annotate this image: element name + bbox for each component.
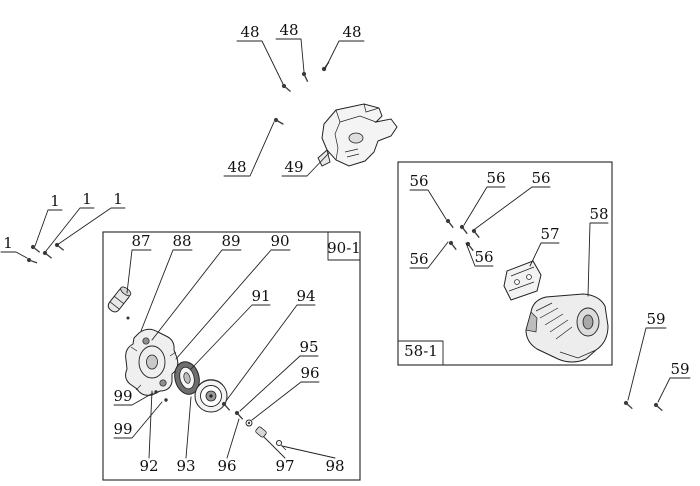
callout-97: 97 (275, 457, 294, 475)
part-49-shroud (317, 103, 398, 167)
callout-48-2: 48 (279, 21, 298, 39)
part-58-housing (525, 293, 609, 363)
callout-49: 49 (284, 158, 303, 176)
leader-56-4 (409, 241, 449, 269)
leader-48-1 (236, 40, 284, 85)
leader-98 (281, 445, 336, 459)
callout-96-bottom: 96 (217, 457, 236, 475)
callout-59-1: 59 (646, 310, 665, 328)
callout-87: 87 (131, 232, 150, 250)
part-87-pin (107, 286, 132, 313)
callout-56-3: 56 (531, 169, 550, 187)
callout-56-1: 56 (409, 172, 428, 190)
leader-93 (185, 396, 192, 459)
leader-1-2 (45, 207, 95, 252)
leader-48-3 (324, 40, 365, 70)
callout-48-1: 48 (240, 23, 259, 41)
leader-56-3 (474, 186, 551, 230)
leader-95 (239, 355, 319, 412)
leader-56-2 (463, 186, 506, 226)
screws-1-group (25, 241, 66, 266)
callout-99-1: 99 (113, 387, 132, 405)
leader-57 (529, 242, 560, 267)
callout-91: 91 (251, 287, 270, 305)
leader-88 (140, 249, 193, 332)
callout-59-2: 59 (670, 360, 689, 378)
part-99-dots (154, 390, 168, 402)
leader-90 (175, 249, 291, 360)
callout-1-1: 1 (50, 192, 60, 210)
leader-56-5 (465, 242, 494, 267)
callout-56-4: 56 (409, 250, 428, 268)
callout-labels: 48 48 48 48 49 1 1 1 1 90-1 87 88 89 90 … (3, 21, 689, 475)
leader-49 (281, 152, 330, 177)
leader-1-1 (34, 209, 63, 247)
part-small-fasteners-chain (220, 400, 287, 451)
leader-56-1 (409, 189, 447, 220)
leader-1-3 (56, 207, 126, 246)
leader-96-bottom (226, 418, 240, 459)
callout-98: 98 (325, 457, 344, 475)
pin-screw-dot (126, 316, 130, 320)
leader-58 (587, 222, 609, 297)
box-90-1-frame (102, 231, 361, 481)
part-clutch-assembly (125, 328, 179, 396)
leader-99-1 (113, 392, 154, 406)
callout-58: 58 (589, 205, 608, 223)
callout-92: 92 (139, 457, 158, 475)
leader-96-side (251, 381, 320, 421)
leader-87 (126, 249, 152, 294)
callout-96-side: 96 (300, 364, 319, 382)
box-90-1-tag: 90-1 (327, 239, 361, 257)
callout-95: 95 (299, 338, 318, 356)
callout-56-2: 56 (486, 169, 505, 187)
leader-48-4 (223, 121, 275, 177)
leader-94 (225, 304, 316, 402)
leader-89 (151, 249, 242, 341)
callout-99-2: 99 (113, 420, 132, 438)
leader-59-1 (627, 327, 667, 401)
screws-48-group (272, 60, 332, 127)
leader-lines (0, 38, 691, 459)
leader-92 (148, 390, 153, 459)
callout-56-5: 56 (474, 248, 493, 266)
callout-1-4: 1 (3, 234, 13, 252)
part-57-bracket (503, 260, 542, 301)
leader-1-4 (0, 251, 28, 259)
leader-99-2 (113, 401, 163, 439)
callout-1-2: 1 (82, 190, 92, 208)
callout-48-4: 48 (227, 158, 246, 176)
callout-89: 89 (221, 232, 240, 250)
callout-93: 93 (176, 457, 195, 475)
part-93-drum (174, 361, 200, 395)
leader-91 (190, 304, 271, 370)
callout-1-3: 1 (113, 190, 123, 208)
part-clutch-drum (194, 379, 228, 413)
leader-48-2 (275, 38, 305, 73)
leader-97 (263, 436, 286, 459)
callout-90: 90 (270, 232, 289, 250)
callout-88: 88 (172, 232, 191, 250)
callout-94: 94 (296, 287, 315, 305)
box-58-1-tag: 58-1 (404, 342, 438, 360)
box-58-1-frame (397, 161, 613, 366)
screws-56-group (444, 217, 482, 253)
leader-59-2 (657, 377, 691, 403)
callout-48-3: 48 (342, 23, 361, 41)
callout-57: 57 (540, 225, 559, 243)
